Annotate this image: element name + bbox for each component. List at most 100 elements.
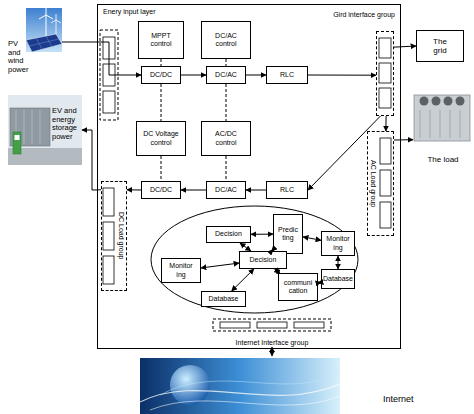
function-box: Database [321,269,355,289]
flow-arrow [385,116,386,131]
port-slot [103,64,115,86]
chiller-grille [460,110,461,138]
converter-box: DC/AC [206,66,246,84]
turbine-blade [39,15,46,19]
converter-box: DC/DC [141,66,181,84]
node-label: DC Load group [117,212,125,259]
flow-arrow [338,256,339,269]
flow-arrow [394,139,413,140]
flow-arrow [272,250,273,251]
load-group: DC Load group [101,181,127,291]
control-link [161,59,162,66]
node-label: Gird interface group [333,11,395,19]
turbine-blade [46,15,53,19]
filter-box: RLC [266,181,308,199]
node-label: Decision [250,256,277,264]
flow-arrow [246,190,266,191]
control-link [226,59,227,66]
load-unit: The load [413,88,473,164]
container-stripe [40,110,41,144]
turbine-blade [56,14,57,20]
node-label: DC/AC control [211,32,241,48]
control-link [161,84,162,121]
turbine-tower [56,20,57,36]
system-frame: MPPT control DC/AC control Gird interface … [97,4,401,349]
node-label: The load [413,155,473,164]
load-group: AC Load group [367,131,394,236]
turbine-blade [51,20,56,23]
flow-arrow [308,116,381,190]
chiller-fan [432,97,441,106]
ev-background [8,95,82,165]
port-slot [103,222,114,250]
charger-screen [15,135,20,140]
flow-arrow [272,347,273,356]
node-label: DC/AC [215,186,237,194]
flow-arrow [62,42,141,75]
converter-box: DC/AC [206,181,246,199]
function-box: communi cation [278,273,318,301]
node-label: DC/DC [150,186,172,194]
globe [170,365,210,405]
turbine-blade [46,7,47,15]
chiller-grille [450,110,451,138]
port-slot [380,202,391,228]
internet-cloud: Internet [140,356,440,414]
chiller-fan [444,97,453,106]
flow-arrow [303,237,321,240]
control-box: AC/DC control [201,121,251,156]
data-streak [160,372,340,395]
node-label: Internet [383,394,414,404]
node-label: RLC [280,71,294,79]
node-label: The grid [429,37,451,55]
flow-arrow [394,46,416,47]
data-streak [150,396,340,410]
node-label: DC/AC [215,71,237,79]
chiller-fan [456,97,465,106]
interface-group: Internet Interface group [213,319,331,347]
ev-storage-source: EV and energy storage power [8,95,82,165]
node-label: Predic ting [276,226,300,242]
chiller-unit [414,95,470,141]
node-label: Monitor ing [324,235,352,251]
port-slot [103,37,115,59]
solar-panel [26,34,62,52]
port-slot [220,322,250,328]
function-box: Monitor ing [321,231,355,256]
input-group [100,30,118,120]
data-streak [140,384,340,402]
node-label: AC/DC control [211,130,241,146]
port-slot [103,256,114,284]
control-box: DC Voltage control [136,121,186,156]
interface-group: Gird interface group [376,31,394,116]
node-label: DC/DC [150,71,172,79]
function-box: Database [201,291,246,307]
flow-arrow [275,269,280,273]
pv-sky [26,8,62,52]
node-label: PV and wind power [8,40,30,75]
flow-arrow [82,130,101,190]
control-box: DC/AC control [201,21,251,59]
interface-strip [213,319,331,331]
node-label: DC Voltage control [141,130,181,146]
port-slot [380,170,391,196]
flow-arrow [232,269,254,291]
converter-box: DC/DC [141,181,181,199]
flow-arrow [181,75,206,76]
node-label: MPPT control [146,32,176,48]
flow-arrow [181,190,206,191]
flow-arrow [127,189,141,190]
control-box: MPPT control [138,21,184,59]
turbine-blade [56,20,61,23]
flow-arrow [246,75,266,76]
flow-arrow [251,234,273,235]
chiller-grille [430,110,431,138]
grid-box: The grid [416,30,464,62]
port-slot [379,88,391,108]
container-stripe [32,110,33,144]
management-ellipse [151,206,358,313]
port-slot [103,188,114,216]
control-link [226,84,227,121]
